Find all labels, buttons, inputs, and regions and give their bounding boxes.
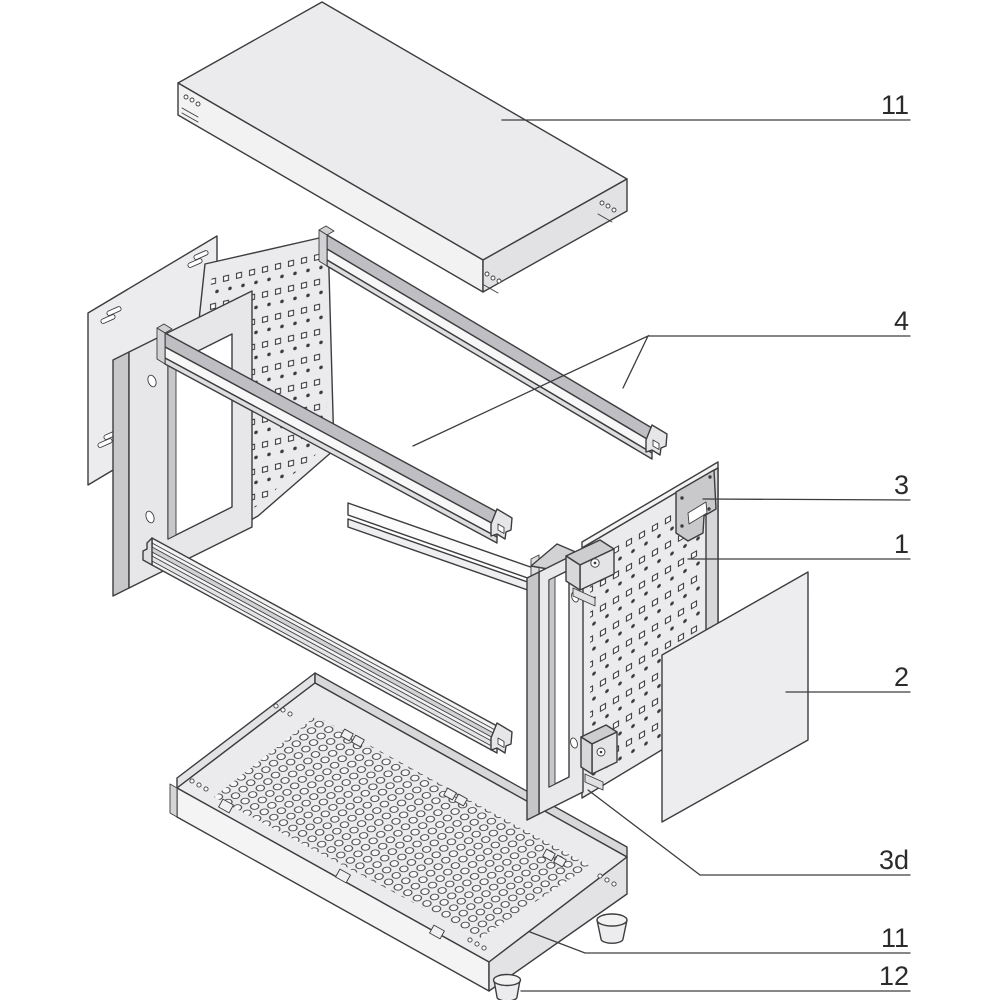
corner-bracket-part: [675, 469, 717, 542]
front-bottom-rail: [142, 537, 513, 754]
top-latch: [565, 539, 615, 607]
callout-labels: 11 4 3 1 2 3d 11 12: [879, 90, 909, 991]
label-tie-bars: 4: [894, 306, 909, 336]
tray-tabs: [218, 728, 567, 940]
label-corner-bracket: 3: [894, 470, 909, 500]
cover-corner-tabs: [181, 94, 617, 294]
tie-bar-rail-top: [318, 225, 668, 460]
right-front-frame: [526, 539, 618, 821]
tray-screw-holes: [189, 703, 617, 951]
label-front-frame: 3d: [879, 845, 909, 875]
bottom-latch: [580, 724, 618, 791]
top-cover-part: [177, 1, 628, 294]
callout-leader-lines: [412, 119, 911, 992]
label-foot: 12: [879, 961, 909, 991]
foot-lower: [492, 973, 522, 1000]
label-cover-plate: 2: [894, 662, 909, 692]
label-bottom-cover: 11: [881, 923, 909, 953]
label-top-cover: 11: [881, 90, 909, 120]
tie-bar-rail-front: [156, 323, 513, 544]
foot-upper: [596, 913, 628, 944]
label-side-panel: 1: [894, 529, 909, 559]
cover-plate-part: [661, 571, 809, 823]
